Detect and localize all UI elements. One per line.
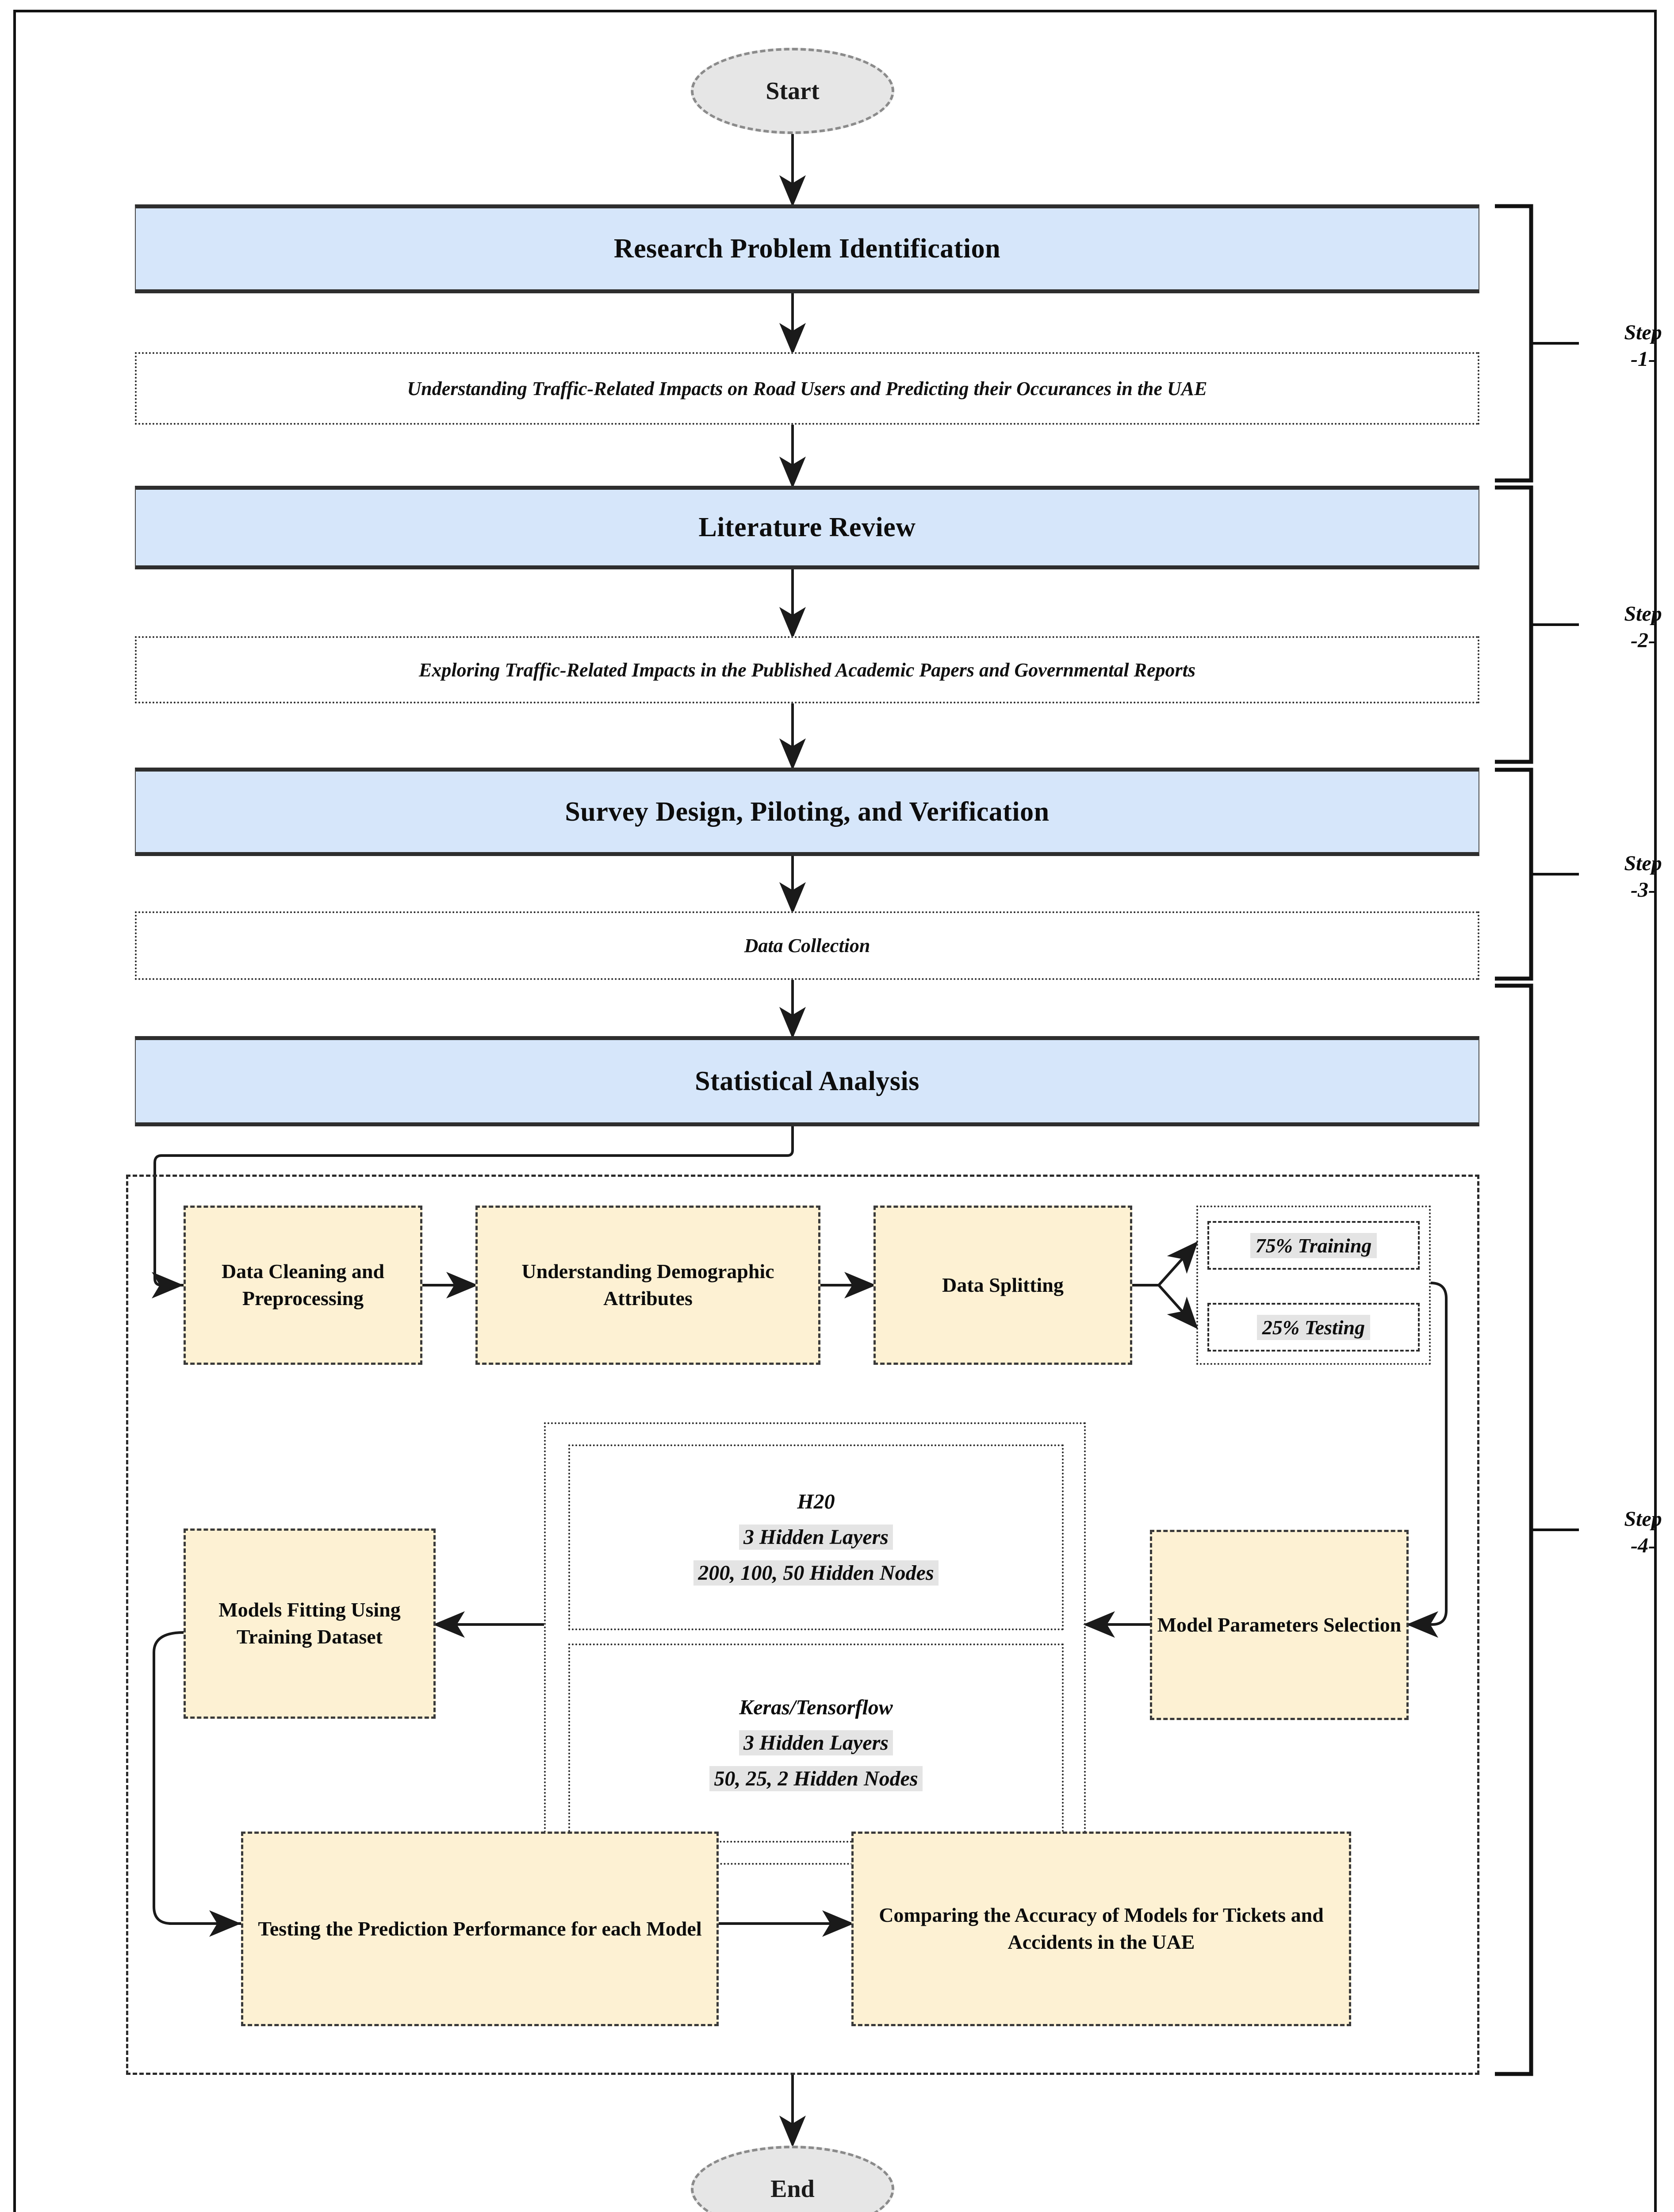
node-testing-prediction: Testing the Prediction Performance for e…: [241, 1832, 719, 2026]
step-2-line1: Step: [1624, 602, 1662, 626]
process-statistical-analysis: Statistical Analysis: [135, 1036, 1479, 1126]
step-label-2: Step -2-: [1586, 601, 1674, 654]
statistical-analysis-container: [126, 1175, 1479, 2075]
node-data-splitting: Data Splitting: [873, 1206, 1132, 1365]
node-data-cleaning: Data Cleaning and Preprocessing: [184, 1206, 422, 1365]
framework-h2o-panel: H20 3 Hidden Layers 200, 100, 50 Hidden …: [568, 1444, 1064, 1630]
framework-keras-panel: Keras/Tensorflow 3 Hidden Layers 50, 25,…: [568, 1644, 1064, 1843]
step-4-line2: -4-: [1631, 1534, 1655, 1557]
split-testing-label: 25% Testing: [1256, 1314, 1371, 1340]
page-border: [13, 10, 1657, 2212]
descriptor-data-collection: Data Collection: [135, 911, 1479, 980]
node-demographics: Understanding Demographic Attributes: [475, 1206, 820, 1365]
step-1-line1: Step: [1624, 321, 1662, 344]
framework-h2o-name: H20: [797, 1490, 835, 1513]
split-training-label: 75% Training: [1250, 1233, 1377, 1258]
process-survey-design: Survey Design, Piloting, and Verificatio…: [135, 768, 1479, 856]
step-2-line2: -2-: [1631, 629, 1655, 652]
step-3-line2: -3-: [1631, 878, 1655, 902]
step-3-line1: Step: [1624, 852, 1662, 875]
step-label-1: Step -1-: [1586, 319, 1674, 373]
framework-h2o-layers: 3 Hidden Layers: [739, 1524, 893, 1550]
framework-keras-name: Keras/Tensorflow: [739, 1695, 893, 1719]
end-terminator: End: [691, 2146, 894, 2212]
step-label-3: Step -3-: [1586, 850, 1674, 903]
frameworks-container: [544, 1422, 1086, 1865]
splits-container: [1196, 1206, 1431, 1365]
process-literature-review: Literature Review: [135, 486, 1479, 569]
split-testing: 25% Testing: [1207, 1303, 1420, 1352]
framework-keras-layers: 3 Hidden Layers: [739, 1730, 893, 1755]
step-label-4: Step -4-: [1586, 1506, 1674, 1559]
step-1-line2: -1-: [1631, 347, 1655, 371]
node-comparing-accuracy: Comparing the Accuracy of Models for Tic…: [851, 1832, 1351, 2026]
framework-h2o-nodes: 200, 100, 50 Hidden Nodes: [693, 1560, 939, 1586]
descriptor-literature-review: Exploring Traffic-Related Impacts in the…: [135, 636, 1479, 703]
descriptor-research-problem: Understanding Traffic-Related Impacts on…: [135, 352, 1479, 425]
framework-keras-nodes: 50, 25, 2 Hidden Nodes: [709, 1766, 923, 1791]
node-model-parameters-selection: Model Parameters Selection: [1150, 1530, 1409, 1720]
step-4-line1: Step: [1624, 1507, 1662, 1531]
start-terminator: Start: [691, 48, 894, 134]
node-models-fitting: Models Fitting Using Training Dataset: [184, 1528, 436, 1719]
process-research-problem-identification: Research Problem Identification: [135, 204, 1479, 293]
split-training: 75% Training: [1207, 1221, 1420, 1270]
